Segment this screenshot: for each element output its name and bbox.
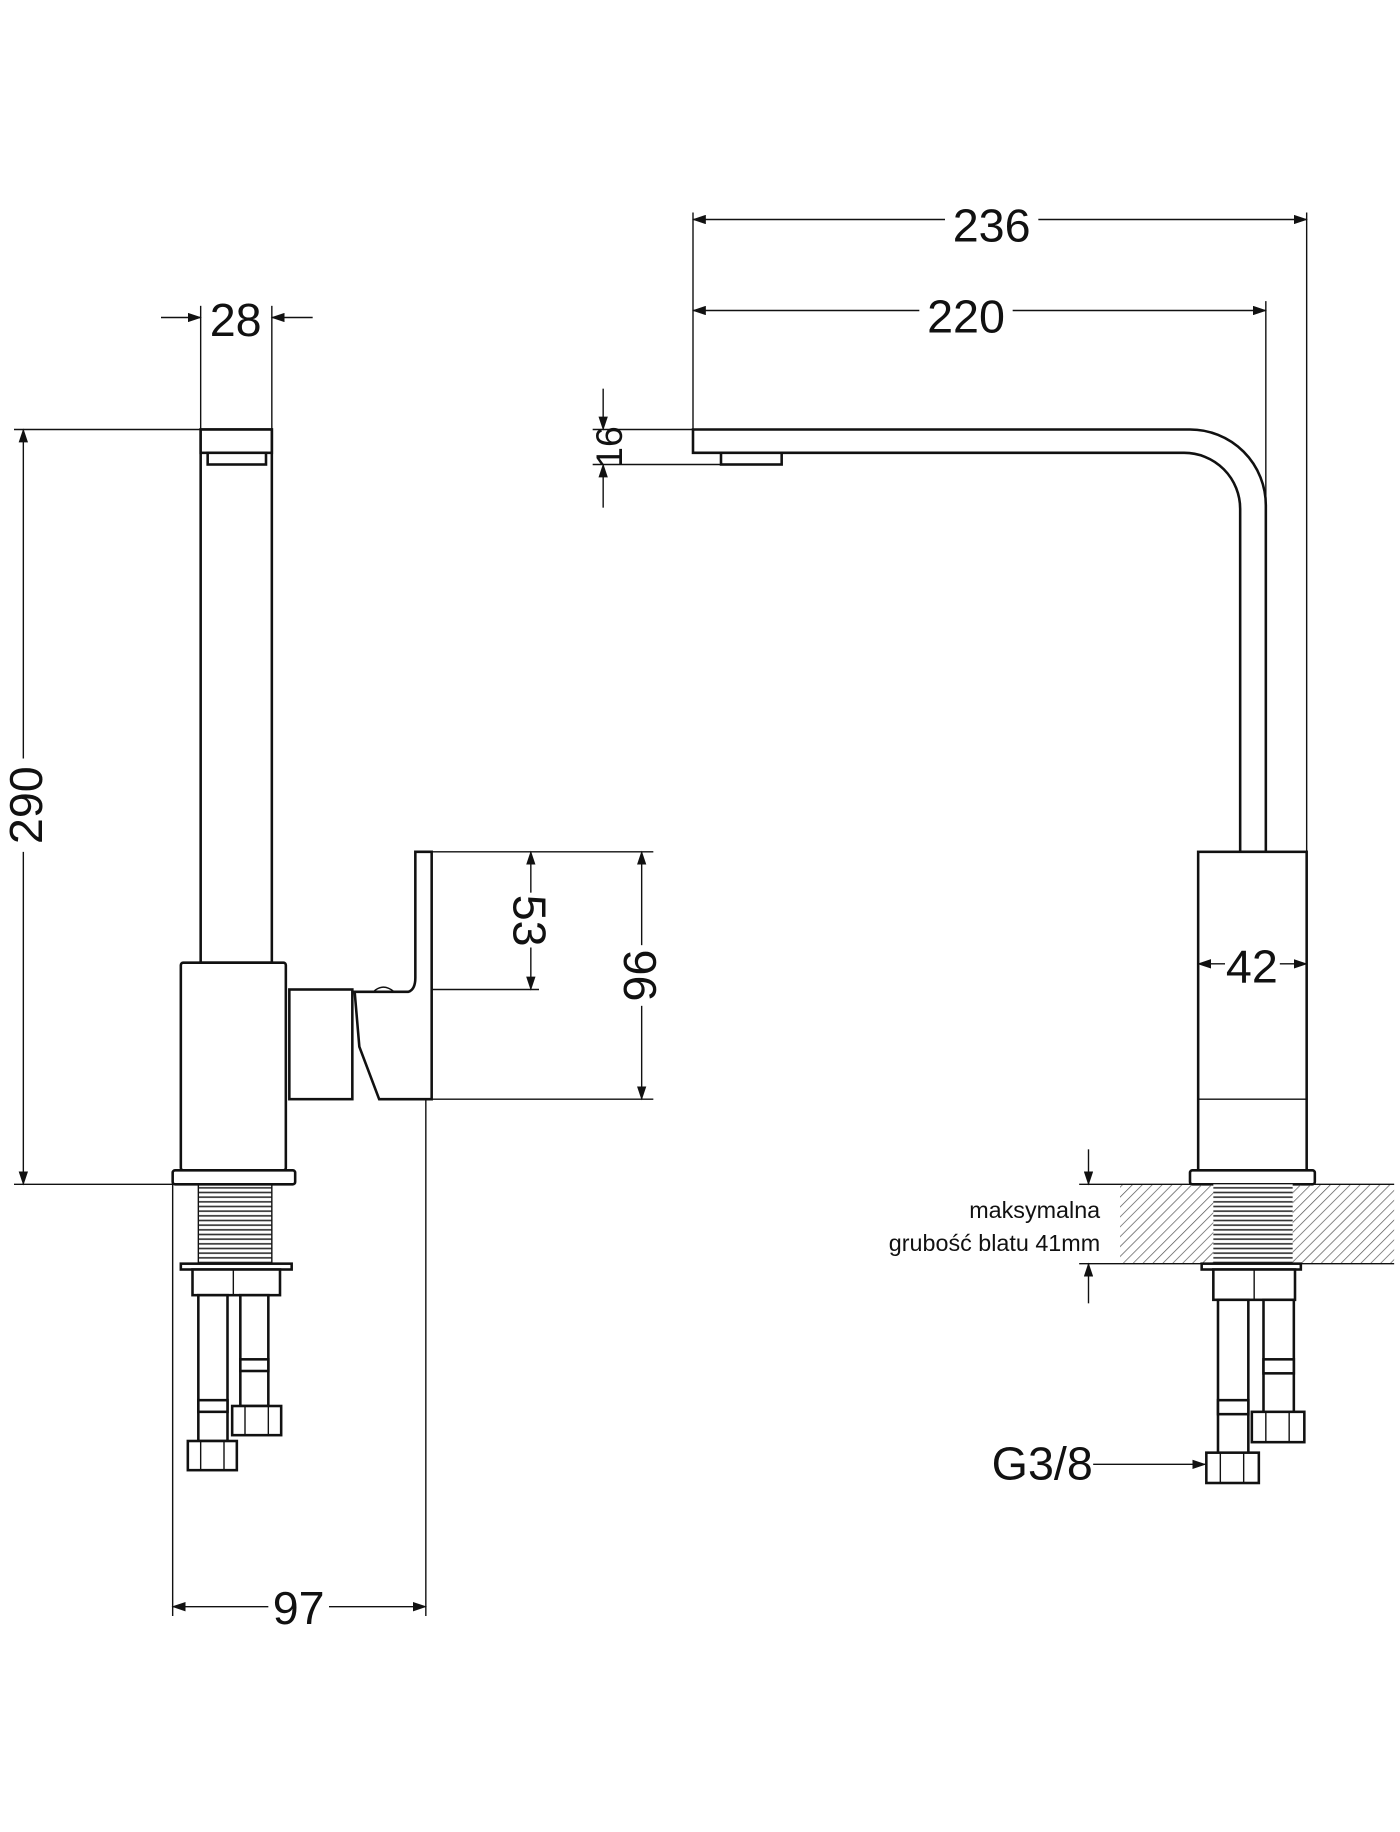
spout-arm [691,428,1268,854]
connection-label: G3/8 [992,1438,1093,1490]
countertop-note-line2: grubość blatu 41mm [889,1230,1100,1256]
hose-nut-2 [230,1404,283,1437]
spout-cap [199,428,274,455]
spout-column [199,428,274,964]
aerator-front [719,451,783,466]
dim-290: 290 [0,766,52,844]
base-plate [171,1169,297,1186]
body-front [1196,850,1308,1172]
side-view: 28 290 53 96 97 [0,294,666,1634]
dim-53: 53 [503,895,555,947]
mounting-thread [197,1183,273,1265]
base-plate-front [1188,1169,1317,1186]
hose-nut-front-1 [1205,1451,1261,1485]
dim-220: 220 [927,291,1005,343]
countertop-note-line1: maksymalna [969,1197,1100,1223]
dim-236: 236 [953,200,1031,252]
aerator [206,451,268,466]
dim-97: 97 [273,1582,325,1634]
dim-16: 16 [588,426,630,468]
front-view: 236 220 16 42 maksymalna grubość blatu 4… [588,200,1395,1490]
hose-nut-1 [186,1439,239,1472]
hose-1 [197,1293,229,1443]
mounting-thread-front [1213,1184,1293,1264]
body [179,961,288,1172]
lever-connector [288,988,354,1101]
dim-28: 28 [210,294,262,346]
lever-handle [353,850,433,1101]
hose-nut-front-2 [1250,1410,1306,1444]
dim-42: 42 [1226,941,1278,993]
lever-screw [372,986,395,993]
hose-front-1 [1216,1298,1250,1477]
mounting-nut [191,1268,282,1297]
dim-96: 96 [614,950,666,1002]
hose-2 [239,1293,270,1408]
